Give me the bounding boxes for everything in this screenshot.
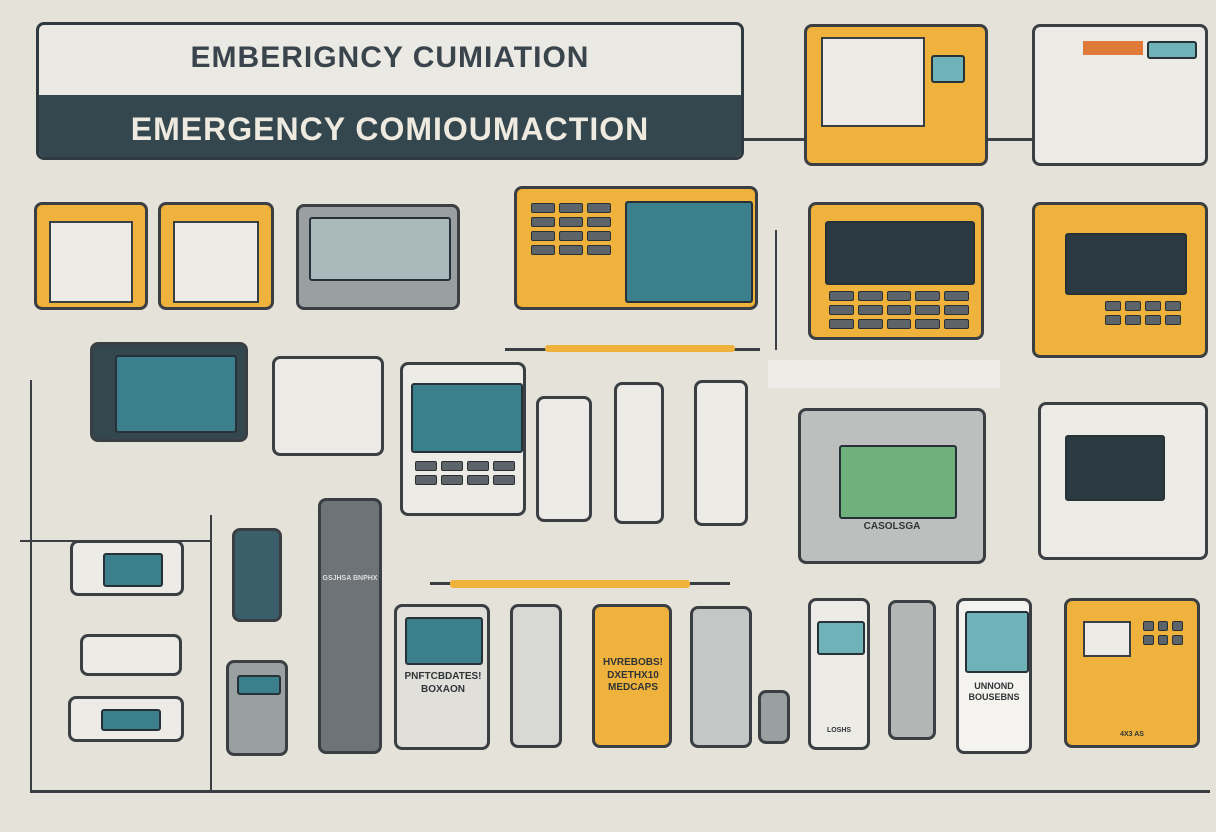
keypad — [1143, 621, 1183, 645]
handheld-unit — [694, 380, 748, 526]
keypad-phone — [690, 606, 752, 748]
keypad — [415, 461, 515, 485]
handheld-unit — [614, 382, 664, 524]
handheld-unit — [536, 396, 592, 522]
desk-phone — [400, 362, 526, 516]
radio-label: GSJHSA BNPHX — [322, 575, 378, 582]
pager — [226, 660, 288, 756]
screen — [625, 201, 753, 303]
medical-monitor: CASOLSGA — [798, 408, 986, 564]
screen — [103, 553, 163, 587]
screen — [839, 445, 957, 519]
screen — [931, 55, 965, 83]
keypad — [531, 203, 611, 255]
id-card-device — [158, 202, 274, 310]
screen — [237, 675, 281, 695]
screen — [309, 217, 451, 281]
keypad — [829, 291, 969, 329]
title-banner: EMBERIGNCY CUMIATION EMERGENCY COMIOUMAC… — [36, 22, 744, 160]
card-reader — [70, 540, 184, 596]
white-panel: UNNOND BOUSEBNS — [956, 598, 1032, 754]
smartphone — [232, 528, 282, 622]
panel — [1083, 621, 1131, 657]
orange-tab — [1083, 41, 1143, 55]
satellite-phone — [888, 600, 936, 740]
alarm-panel — [1032, 202, 1208, 358]
radio-console — [514, 186, 758, 310]
handheld-terminal — [510, 604, 562, 748]
document — [821, 37, 925, 127]
wire — [775, 230, 777, 350]
screen — [1065, 233, 1187, 295]
card-reader — [68, 696, 184, 742]
id-card-device — [34, 202, 148, 310]
pager-device: PNFTCBDATES! BOXAON — [394, 604, 490, 750]
radio-handset: GSJHSA BNPHX — [318, 498, 382, 754]
shelf — [768, 360, 1000, 388]
screen — [115, 355, 237, 433]
screen — [817, 621, 865, 655]
control-panel — [804, 24, 988, 166]
card — [49, 221, 133, 303]
yellow-unit-label: 4X3 AS — [1120, 731, 1144, 738]
banner-title-top: EMBERIGNCY CUMIATION — [190, 41, 590, 74]
wire — [30, 380, 32, 790]
monitor-label: CASOLSGA — [863, 521, 921, 532]
keypad — [1105, 301, 1181, 325]
yellow-phone: HVREBOBS! DXETHX10 MEDCAPS — [592, 604, 672, 748]
handset: LOSHS — [808, 598, 870, 750]
printer — [272, 356, 384, 456]
handset-label: LOSHS — [826, 727, 852, 734]
screen — [405, 617, 483, 665]
white-panel-label: UNNOND BOUSEBNS — [968, 681, 1020, 703]
monitor — [90, 342, 248, 442]
banner-title-bottom: EMERGENCY COMIOUMACTION — [130, 110, 650, 147]
screen — [1065, 435, 1165, 501]
screen — [825, 221, 975, 285]
wire — [210, 515, 212, 790]
banner-top: EMBERIGNCY CUMIATION — [39, 25, 741, 91]
card — [173, 221, 259, 303]
wire — [30, 790, 1210, 793]
charger — [758, 690, 790, 744]
screen — [965, 611, 1029, 673]
yellow-unit: 4X3 AS — [1064, 598, 1200, 748]
info-panel — [1032, 24, 1208, 166]
banner-bottom: EMERGENCY COMIOUMACTION — [39, 95, 741, 157]
wire — [744, 138, 806, 141]
yellow-phone-label: HVREBOBS! DXETHX10 MEDCAPS — [602, 657, 663, 693]
wire — [988, 138, 1034, 141]
screen — [411, 383, 523, 453]
stylus — [450, 580, 690, 588]
label-strip — [80, 634, 182, 676]
base-station — [1038, 402, 1208, 560]
screen — [101, 709, 161, 731]
pager-label: PNFTCBDATES! BOXAON — [404, 671, 482, 695]
stylus — [545, 345, 735, 352]
tablet — [296, 204, 460, 310]
dispatch-console — [808, 202, 984, 340]
screen — [1147, 41, 1197, 59]
